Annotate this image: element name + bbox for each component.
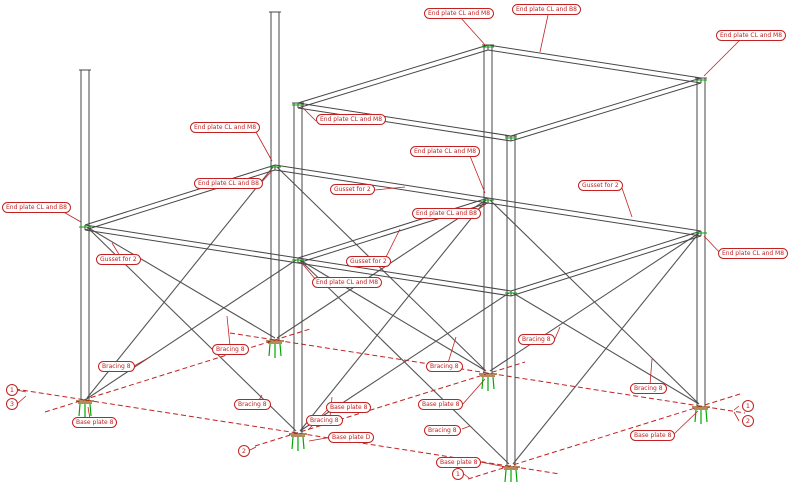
callout-gusset: Gusset for 2	[346, 256, 391, 267]
grid-bubble: 1	[452, 468, 464, 480]
bubble-ticks	[16, 389, 740, 479]
callout-end-plate: End plate CL and B8	[2, 202, 71, 213]
callout-bracing: Bracing 8	[212, 344, 249, 355]
bracing-members	[84, 166, 700, 465]
callout-base-plate: Base plate D	[328, 432, 375, 443]
grid-lines	[14, 328, 746, 480]
callout-bracing: Bracing 8	[98, 361, 135, 372]
beams	[84, 44, 702, 297]
callout-base-plate: Base plate 8	[326, 402, 372, 413]
anchor-bolts	[78, 343, 708, 483]
callout-end-plate: End plate CL and M8	[190, 122, 261, 133]
callout-end-plate: End plate CL and M8	[316, 114, 387, 125]
callout-bracing: Bracing 8	[424, 425, 461, 436]
callout-end-plate: End plate CL and B8	[412, 208, 481, 219]
callout-end-plate: End plate CL and M8	[718, 248, 789, 259]
callout-bracing: Bracing 8	[426, 361, 463, 372]
callout-end-plate: End plate CL and M8	[424, 8, 495, 19]
callout-bracing: Bracing 8	[234, 399, 271, 410]
connection-ticks	[79, 46, 707, 294]
callout-base-plate: Base plate 8	[72, 417, 118, 428]
callout-end-plate: End plate CL and M8	[312, 277, 383, 288]
callout-bracing: Bracing 8	[518, 334, 555, 345]
callout-gusset: Gusset for 2	[578, 180, 623, 191]
callout-end-plate: End plate CL and B8	[512, 4, 581, 15]
leader-lines	[59, 14, 741, 468]
callout-end-plate: End plate CL and B8	[194, 178, 263, 189]
callout-end-plate: End plate CL and M8	[410, 146, 481, 157]
callout-bracing: Bracing 8	[630, 383, 667, 394]
grid-bubble: 2	[238, 445, 250, 457]
grid-bubble: 2	[742, 415, 754, 427]
grid-bubble: 1	[6, 384, 18, 396]
callout-bracing: Bracing 8	[306, 415, 343, 426]
callout-base-plate: Base plate 8	[418, 399, 464, 410]
base-plates	[76, 340, 710, 470]
callout-base-plate: Base plate 8	[630, 430, 676, 441]
callout-end-plate: End plate CL and M8	[716, 30, 787, 41]
callout-base-plate: Base plate 8	[436, 457, 482, 468]
grid-bubble: 1	[742, 400, 754, 412]
callout-gusset: Gusset for 2	[330, 184, 375, 195]
grid-bubble: 3	[6, 398, 18, 410]
callout-gusset: Gusset for 2	[96, 254, 141, 265]
